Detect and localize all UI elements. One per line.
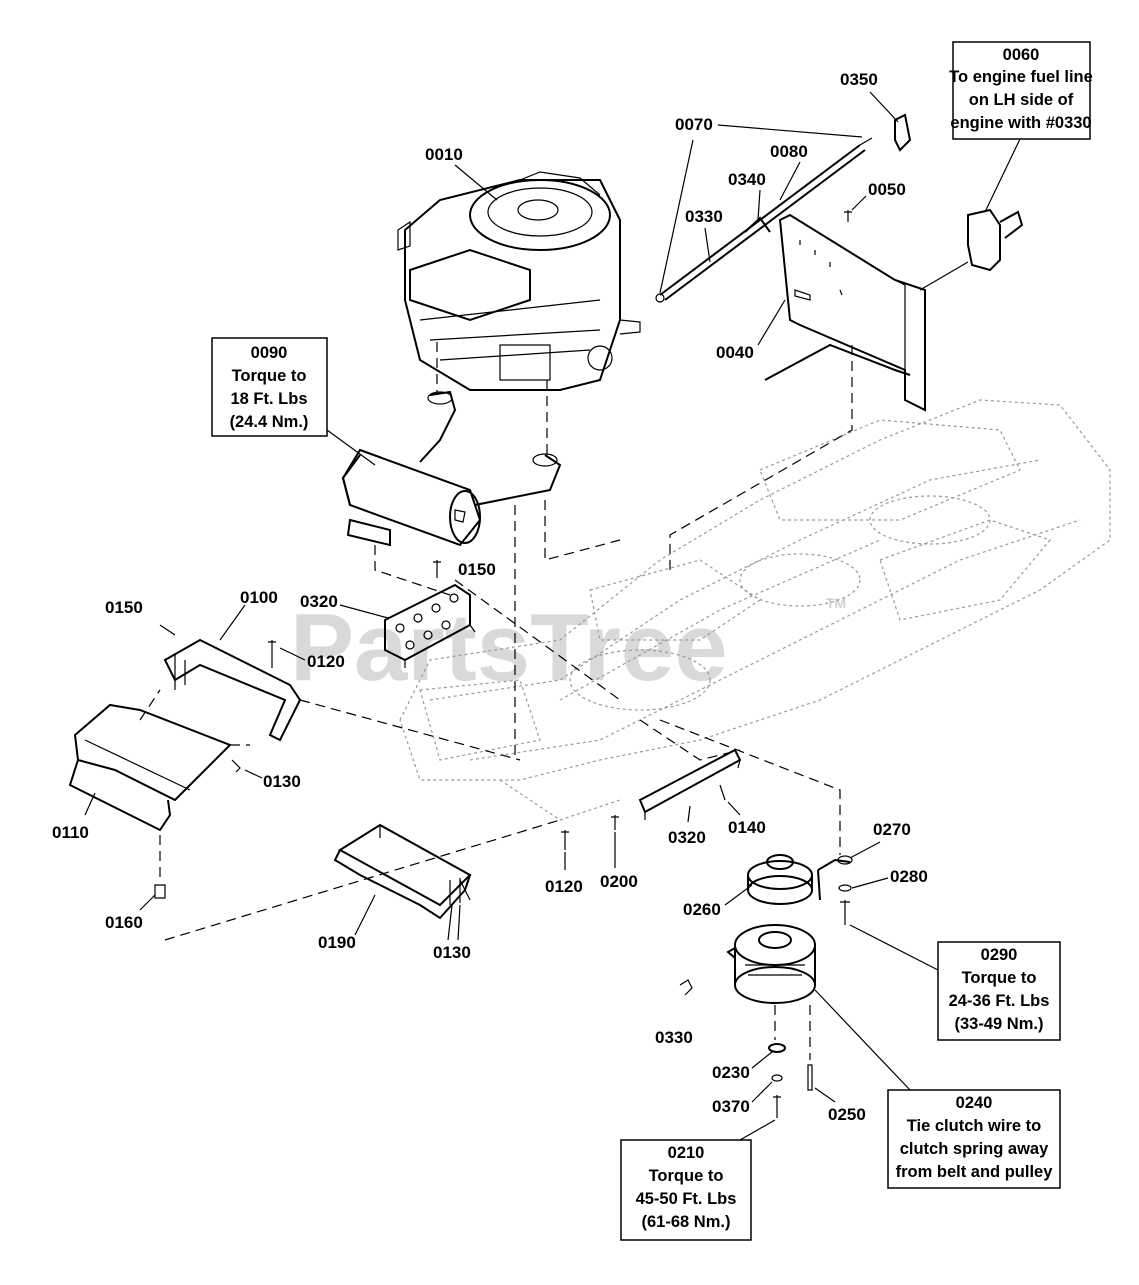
svg-text:Torque to: Torque to — [962, 969, 1037, 987]
pulley-0260[interactable] — [747, 854, 813, 905]
callout-0040: 0040 — [716, 343, 754, 362]
callout-0320-upper: 0320 — [300, 592, 338, 611]
callout-0270: 0270 — [873, 820, 911, 839]
callout-0280: 0280 — [890, 867, 928, 886]
callout-0130-upper: 0130 — [263, 772, 301, 791]
svg-text:24-36 Ft. Lbs: 24-36 Ft. Lbs — [949, 992, 1050, 1010]
callout-0330-lower: 0330 — [655, 1028, 693, 1047]
callout-0160: 0160 — [105, 913, 143, 932]
svg-text:(61-68 Nm.): (61-68 Nm.) — [642, 1213, 731, 1231]
callout-0140: 0140 — [728, 818, 766, 837]
shield-0110[interactable] — [68, 703, 232, 832]
heat-shield-lower[interactable] — [638, 748, 742, 820]
callout-0330-upper: 0330 — [685, 207, 723, 226]
watermark-tm: TM — [826, 595, 846, 611]
svg-text:Tie clutch wire to: Tie clutch wire to — [907, 1117, 1041, 1135]
note-0290: 0290 Torque to 24-36 Ft. Lbs (33-49 Nm.) — [937, 941, 1061, 1041]
callout-0100: 0100 — [240, 588, 278, 607]
svg-text:Torque to: Torque to — [232, 367, 307, 385]
svg-text:45-50 Ft. Lbs: 45-50 Ft. Lbs — [636, 1190, 737, 1208]
panel-0040[interactable] — [764, 213, 926, 412]
svg-text:Torque to: Torque to — [649, 1167, 724, 1185]
svg-text:from belt and pulley: from belt and pulley — [896, 1163, 1054, 1181]
callout-0370: 0370 — [712, 1097, 750, 1116]
svg-text:engine with #0330: engine with #0330 — [950, 114, 1091, 132]
callout-0050: 0050 — [868, 180, 906, 199]
callout-0320-lower: 0320 — [668, 828, 706, 847]
svg-text:To engine fuel line: To engine fuel line — [949, 68, 1093, 86]
callout-0350: 0350 — [840, 70, 878, 89]
svg-text:(24.4 Nm.): (24.4 Nm.) — [230, 413, 309, 431]
svg-text:on LH side of: on LH side of — [969, 91, 1074, 109]
bracket-0100[interactable] — [163, 638, 302, 742]
note-0090: 0090 Torque to 18 Ft. Lbs (24.4 Nm.) — [211, 337, 328, 437]
svg-text:clutch spring away: clutch spring away — [900, 1140, 1049, 1158]
callout-0110: 0110 — [52, 823, 89, 842]
callout-0010: 0010 — [425, 145, 463, 164]
callout-0260: 0260 — [683, 900, 721, 919]
svg-text:18 Ft. Lbs: 18 Ft. Lbs — [230, 390, 307, 408]
throttle-control[interactable] — [919, 208, 1024, 291]
callout-0150-upper: 0150 — [458, 560, 496, 579]
callout-0200: 0200 — [600, 872, 638, 891]
callout-0340: 0340 — [728, 170, 766, 189]
throttle-cable[interactable] — [655, 137, 873, 303]
svg-text:0290: 0290 — [981, 946, 1018, 964]
note-0210: 0210 Torque to 45-50 Ft. Lbs (61-68 Nm.) — [620, 1139, 752, 1241]
callout-0150-left: 0150 — [105, 598, 143, 617]
callout-0130-lower: 0130 — [433, 943, 471, 962]
muffler[interactable] — [341, 390, 562, 547]
callout-0250: 0250 — [828, 1105, 866, 1124]
shield-0190[interactable] — [333, 823, 472, 920]
callout-0070: 0070 — [675, 115, 713, 134]
tractor-frame — [399, 399, 1111, 821]
svg-text:0060: 0060 — [1003, 46, 1040, 64]
callout-0120-upper: 0120 — [307, 652, 345, 671]
callout-0230: 0230 — [712, 1063, 750, 1082]
svg-text:0240: 0240 — [956, 1094, 993, 1112]
svg-text:0090: 0090 — [251, 344, 288, 362]
pto-clutch[interactable] — [726, 924, 816, 1004]
svg-text:0210: 0210 — [668, 1144, 705, 1162]
heat-shield-upper[interactable] — [384, 583, 476, 668]
svg-text:(33-49 Nm.): (33-49 Nm.) — [955, 1015, 1044, 1033]
callout-0080: 0080 — [770, 142, 808, 161]
note-0240: 0240 Tie clutch wire to clutch spring aw… — [887, 1089, 1061, 1189]
engine[interactable] — [397, 171, 641, 391]
callout-0190: 0190 — [318, 933, 356, 952]
callout-0120-lower: 0120 — [545, 877, 583, 896]
note-0060: 0060 To engine fuel line on LH side of e… — [949, 41, 1093, 140]
